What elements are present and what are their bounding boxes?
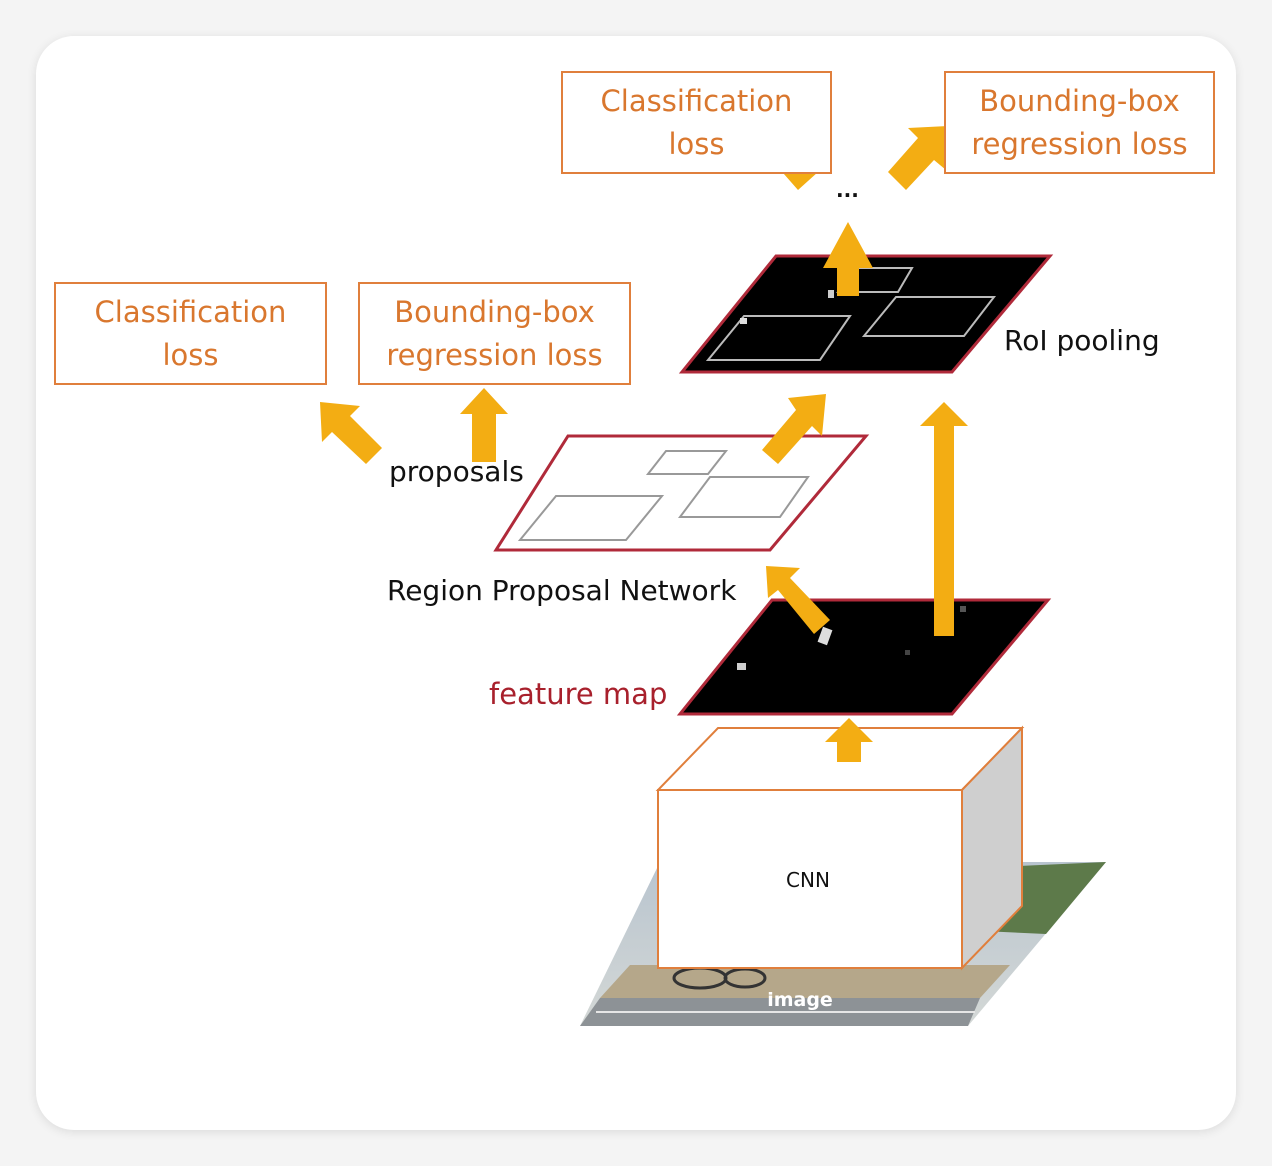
top-classification-loss-line2: loss: [668, 126, 725, 161]
rpn-bbox-regression-loss-box: Bounding-box regression loss: [358, 282, 631, 385]
rpn-label: Region Proposal Network: [387, 574, 737, 607]
roi-pooling-label: RoI pooling: [1004, 324, 1160, 357]
proposals-plane: [493, 434, 870, 552]
top-bbox-loss-line2: regression loss: [971, 126, 1188, 161]
feature-map-plane: [676, 598, 1052, 716]
cnn-box: [655, 725, 1025, 971]
arrow-roi-up: [823, 222, 873, 296]
arrow-to-top-bbox: [888, 126, 948, 190]
arrow-proposals-to-bbox: [460, 388, 508, 462]
image-label: image: [767, 989, 833, 1011]
rpn-classification-loss-box: Classification loss: [54, 282, 327, 385]
arrow-feature-map-to-roi: [920, 402, 968, 636]
rpn-bbox-loss-line1: Bounding-box: [394, 294, 595, 329]
rpn-classification-loss-line1: Classification: [94, 294, 287, 329]
arrows: [320, 126, 968, 762]
roi-pooling-plane: [678, 254, 1054, 374]
feature-map-label: feature map: [489, 677, 668, 711]
arrow-feature-map-to-rpn: [766, 566, 830, 634]
arrow-cnn-to-feature-map: [825, 718, 873, 762]
rpn-classification-loss-line2: loss: [162, 337, 219, 372]
rpn-bbox-loss-line2: regression loss: [386, 337, 603, 372]
top-classification-loss-box: Classification loss: [561, 71, 832, 174]
arrow-proposals-to-classification: [320, 402, 382, 464]
cnn-label: CNN: [786, 868, 830, 892]
top-bbox-regression-loss-box: Bounding-box regression loss: [944, 71, 1215, 174]
top-bbox-loss-line1: Bounding-box: [979, 83, 1180, 118]
top-classification-loss-line1: Classification: [600, 83, 793, 118]
proposals-label: proposals: [389, 455, 524, 488]
arrow-proposals-to-roi: [762, 394, 826, 464]
ellipsis-label: ...: [836, 178, 859, 202]
